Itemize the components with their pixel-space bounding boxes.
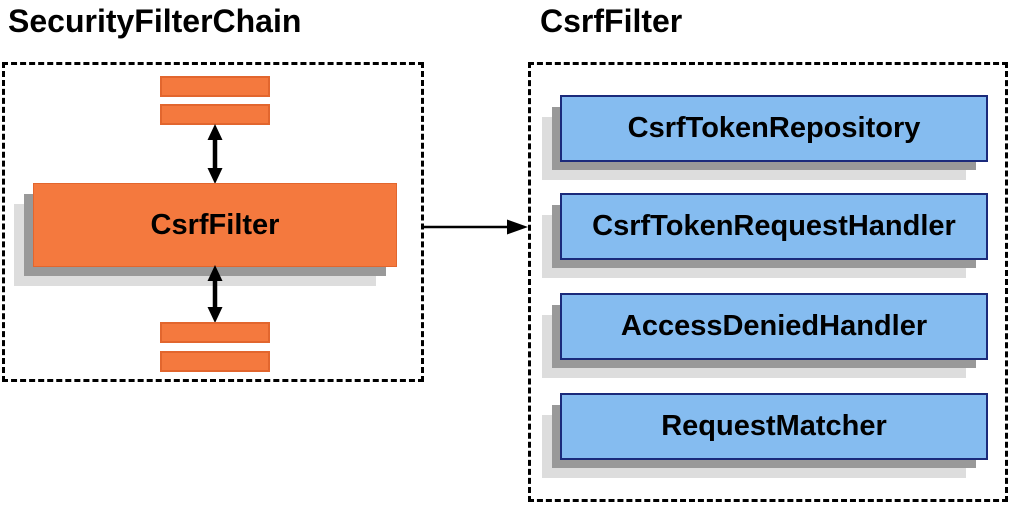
filter-bar	[160, 76, 270, 97]
component-request-matcher: RequestMatcher	[542, 393, 988, 478]
security-filter-chain-container	[2, 62, 424, 382]
right-panel-title: CsrfFilter	[540, 3, 683, 39]
filter-bar	[160, 322, 270, 343]
component-access-denied-handler: AccessDeniedHandler	[542, 293, 988, 378]
left-panel-title: SecurityFilterChain	[8, 3, 302, 39]
filter-bar	[160, 351, 270, 372]
up-down-arrow-icon	[207, 265, 223, 323]
up-down-arrow-icon	[207, 124, 223, 184]
right-arrow-icon	[424, 219, 528, 235]
component-csrf-token-request-handler: CsrfTokenRequestHandler	[542, 193, 988, 278]
csrf-filter-container	[528, 62, 1008, 502]
component-csrf-token-repository: CsrfTokenRepository	[542, 95, 988, 180]
filter-bar	[160, 104, 270, 125]
csrf-filter-box: CsrfFilter	[14, 183, 397, 286]
